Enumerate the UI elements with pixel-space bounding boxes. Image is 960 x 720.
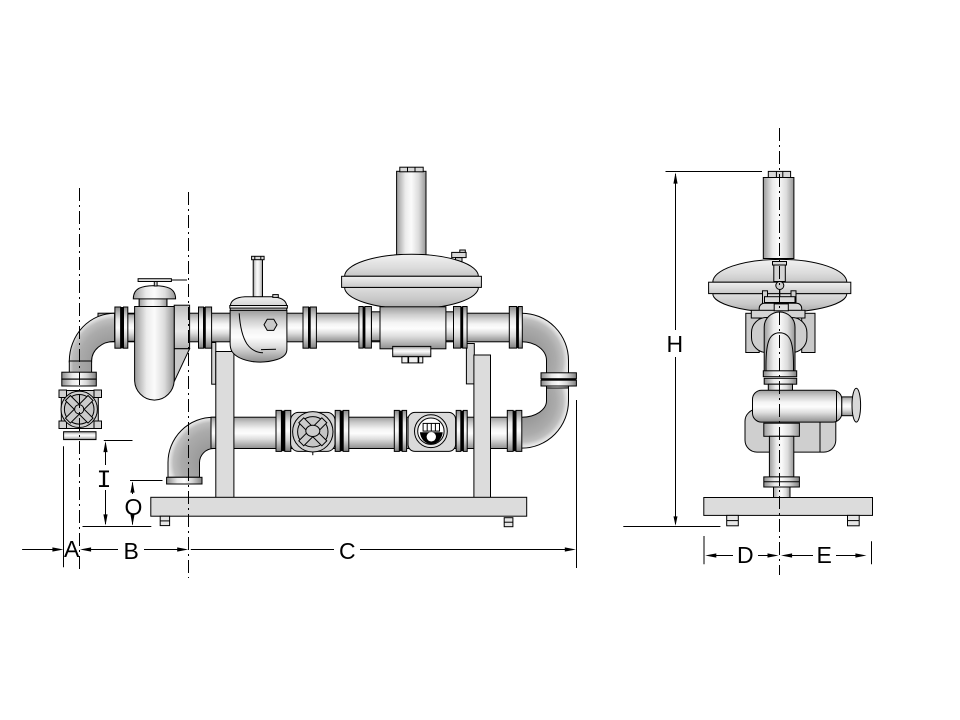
svg-text:O: O (125, 494, 143, 520)
svg-text:B: B (124, 538, 139, 564)
svg-text:A: A (64, 536, 80, 562)
svg-text:C: C (339, 538, 356, 564)
svg-text:D: D (737, 542, 754, 568)
svg-text:I: I (97, 466, 112, 495)
svg-text:E: E (817, 542, 832, 568)
svg-text:H: H (667, 331, 684, 357)
